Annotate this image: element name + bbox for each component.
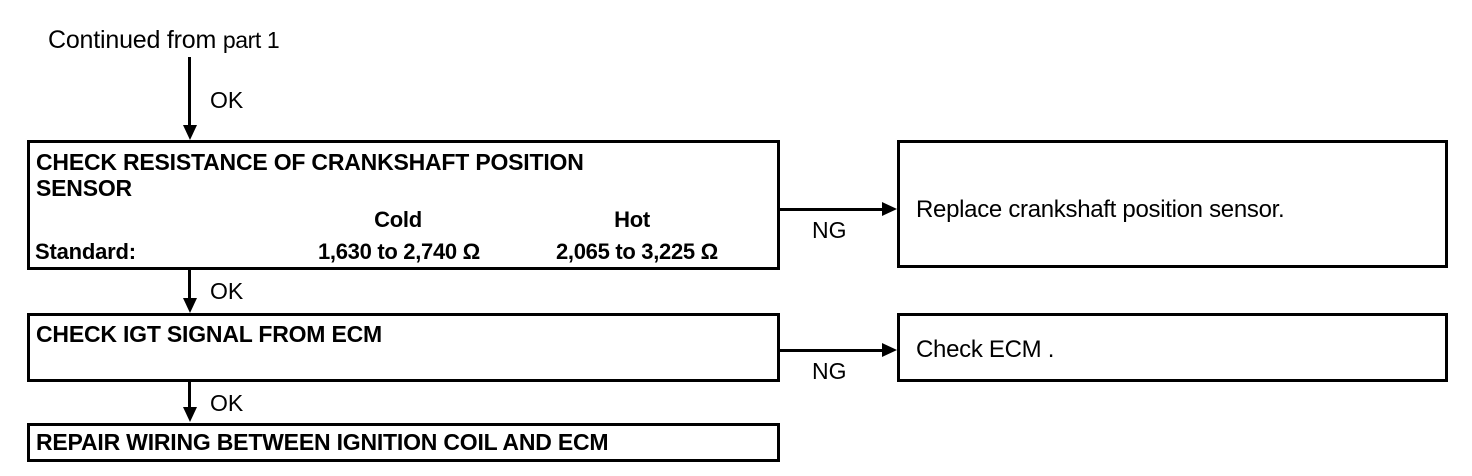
connector-entry-line: [188, 57, 191, 127]
edge-label-ok-2: OK: [210, 390, 244, 416]
node-check-resistance-title: CHECK RESISTANCE OF CRANKSHAFT POSITION …: [36, 149, 584, 201]
connector-ng2-line: [780, 349, 884, 352]
connector-ng1-line: [780, 208, 884, 211]
edge-label-ok-1: OK: [210, 278, 244, 304]
node-replace-sensor-title: Replace crankshaft position sensor.: [916, 196, 1285, 223]
connector-ng2-arrowhead: [882, 343, 897, 357]
spec-value-cold: 1,630 to 2,740 Ω: [317, 239, 481, 264]
node-repair-wiring-title: REPAIR WIRING BETWEEN IGNITION COIL AND …: [36, 429, 609, 455]
spec-column-header-hot: Hot: [614, 207, 650, 232]
node-replace-sensor[interactable]: [897, 140, 1448, 268]
continued-from-note: Continued from part 1: [48, 26, 280, 54]
continued-from-prefix: Continued from: [48, 26, 223, 54]
node-check-igt-title: CHECK IGT SIGNAL FROM ECM: [36, 321, 382, 347]
connector-entry-arrowhead: [183, 125, 197, 140]
node-check-ecm-title: Check ECM .: [916, 336, 1055, 363]
spec-value-hot: 2,065 to 3,225 Ω: [555, 239, 719, 264]
connector-ok1-line: [188, 270, 191, 300]
connector-ng1-arrowhead: [882, 202, 897, 216]
node-check-ecm[interactable]: [897, 313, 1448, 382]
continued-from-reference: part 1: [222, 27, 280, 53]
node-check-resistance[interactable]: [27, 140, 780, 270]
connector-ok2-arrowhead: [183, 407, 197, 422]
edge-label-ng-2: NG: [812, 358, 847, 384]
node-repair-wiring[interactable]: [27, 423, 780, 462]
spec-column-header-cold: Cold: [374, 207, 422, 232]
edge-label-ng-1: NG: [812, 217, 847, 243]
connector-ok2-line: [188, 382, 191, 409]
connector-ok1-arrowhead: [183, 298, 197, 313]
node-check-igt[interactable]: [27, 313, 780, 382]
edge-label-ok-entry: OK: [210, 87, 244, 113]
spec-standard-label: Standard:: [35, 239, 136, 264]
